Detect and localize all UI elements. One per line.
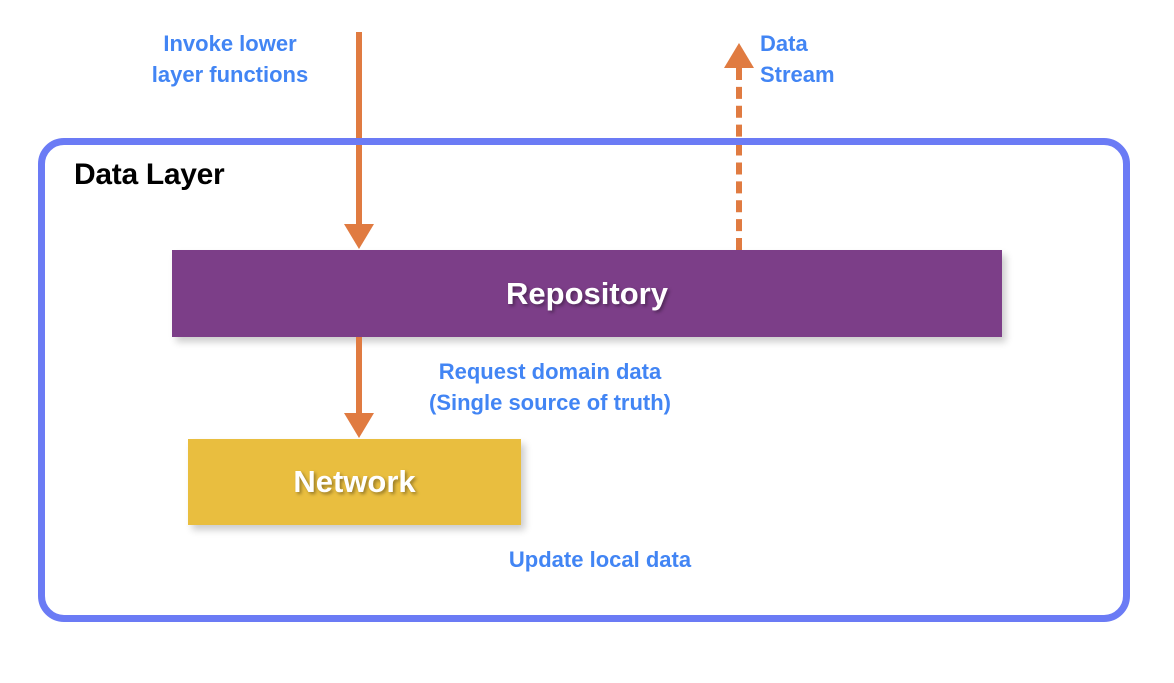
caption-update-local-data: Update local data	[508, 547, 692, 572]
arrow-head-down-icon	[344, 413, 374, 438]
network-label: Network	[293, 464, 416, 499]
repository-block[interactable]: Repository	[172, 250, 1002, 337]
arrow-shaft	[356, 337, 362, 414]
data-layer-title: Data Layer	[74, 158, 225, 191]
repository-label: Repository	[506, 275, 668, 311]
arrow-shaft-dashed	[736, 68, 742, 250]
arrow-head-up-icon	[724, 43, 754, 68]
arrow-shaft	[356, 32, 362, 225]
caption-request-domain-data: Request domain data (Single source of tr…	[429, 359, 671, 415]
caption-invoke-lower-layer-functions: Invoke lower layer functions	[151, 31, 309, 87]
caption-data-stream: Data Stream	[760, 31, 835, 87]
data-layer-container	[38, 138, 1130, 622]
network-block[interactable]: Network	[188, 439, 521, 525]
arrow-head-down-icon	[344, 224, 374, 249]
